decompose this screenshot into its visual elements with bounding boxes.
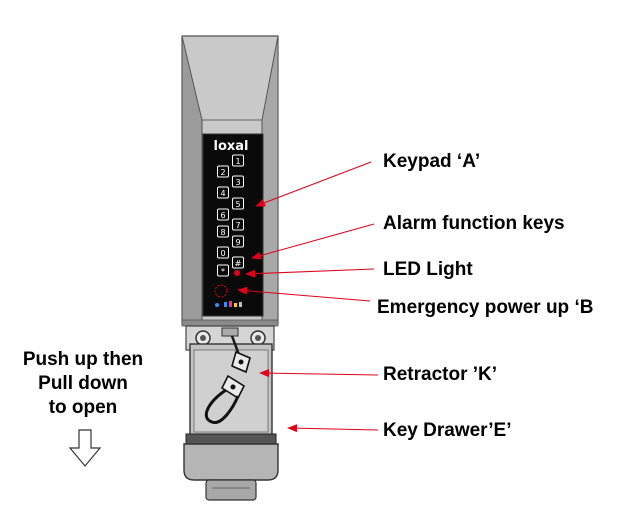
arrow-led-light bbox=[245, 268, 375, 278]
keypad-keys: 1 2 3 4 5 6 7 8 9 0 # * bbox=[217, 154, 244, 277]
keypad-key-label: 7 bbox=[235, 221, 240, 230]
keypad-key-7 bbox=[232, 218, 244, 231]
arrow-key-drawer bbox=[287, 424, 379, 433]
label-key-drawer: Key Drawer’E’ bbox=[383, 420, 512, 441]
instruction-line-3: to open bbox=[48, 397, 118, 418]
opening-instruction: Push up then Pull down to open bbox=[8, 348, 158, 420]
emergency-power-contact bbox=[214, 284, 228, 298]
label-keypad: Keypad ‘A’ bbox=[383, 151, 481, 172]
keypad-key-label: 4 bbox=[220, 189, 225, 198]
keypad-key-star bbox=[217, 264, 229, 277]
label-retractor: Retractor ’K’ bbox=[383, 364, 498, 385]
keypad-key-label: 0 bbox=[220, 249, 225, 258]
callout-arrows bbox=[237, 161, 379, 433]
arrow-retractor bbox=[259, 369, 379, 378]
keypad-key-label: 1 bbox=[235, 157, 240, 166]
label-led-light: LED Light bbox=[383, 259, 473, 280]
down-arrow-icon bbox=[68, 429, 102, 467]
colour-logo bbox=[215, 301, 242, 307]
brand-logo: loxal bbox=[213, 139, 248, 154]
keypad-key-8 bbox=[217, 225, 229, 238]
key-drawer bbox=[183, 433, 279, 501]
keypad-key-label: 2 bbox=[220, 168, 225, 177]
keypad-key-label: 6 bbox=[220, 211, 225, 220]
keypad-panel: loxal 1 2 3 4 5 6 7 8 9 0 # * bbox=[202, 133, 264, 317]
arrow-alarm-keys bbox=[251, 223, 375, 260]
keypad-key-0 bbox=[217, 246, 229, 259]
keypad-key-9 bbox=[232, 235, 244, 248]
arrow-emergency-power bbox=[237, 286, 371, 302]
led-light bbox=[234, 270, 240, 276]
arrow-keypad bbox=[255, 161, 372, 207]
label-alarm-keys: Alarm function keys bbox=[383, 213, 565, 234]
keypad-key-hash bbox=[232, 256, 244, 269]
keypad-key-label: * bbox=[221, 267, 225, 276]
keypad-key-label: 5 bbox=[235, 200, 240, 209]
keypad-key-label: # bbox=[235, 259, 242, 268]
keypad-key-2 bbox=[217, 165, 229, 178]
retractor-compartment bbox=[189, 335, 273, 437]
keypad-key-label: 3 bbox=[235, 178, 240, 187]
keypad-key-4 bbox=[217, 186, 229, 199]
keypad-key-label: 9 bbox=[235, 238, 240, 247]
label-emergency-power: Emergency power up ‘B bbox=[377, 297, 594, 318]
instruction-line-2: Pull down bbox=[38, 373, 128, 394]
instruction-line-1: Push up then bbox=[22, 349, 144, 370]
keypad-key-label: 8 bbox=[220, 228, 225, 237]
keypad-key-1 bbox=[232, 154, 244, 167]
keypad-key-5 bbox=[232, 197, 244, 210]
keypad-key-3 bbox=[232, 175, 244, 188]
keypad-key-6 bbox=[217, 208, 229, 221]
